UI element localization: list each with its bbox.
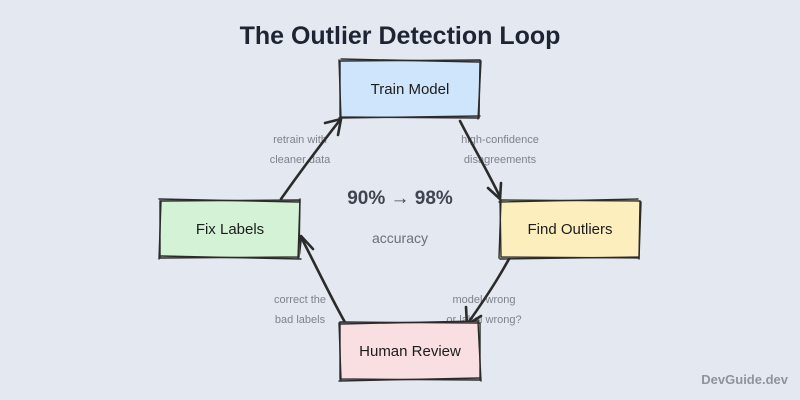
node-find-outliers: Find Outliers [498,198,642,260]
edge-label-line: cleaner data [269,154,331,166]
diagram-title: The Outlier Detection Loop [239,22,561,50]
sketch-border [158,198,302,260]
edge-label-line: retrain with [273,134,327,146]
node-label: Human Review [359,342,461,360]
arrow-fix-to-train [279,117,343,201]
edge-label-review-to-fix: correct the bad labels [240,290,360,330]
arrow-train-to-find [458,119,503,201]
edge-label-line: correct the [274,294,326,306]
sketch-border [498,198,642,260]
sketch-border [338,58,482,120]
edge-label-line: bad labels [274,314,326,326]
metric-label: accuracy [371,230,429,246]
node-fix-labels: Fix Labels [158,198,302,260]
node-label: Find Outliers [527,220,613,238]
node-label: Fix Labels [195,220,265,238]
edge-label-fix-to-train: retrain with cleaner data [240,130,360,170]
sketch-border [338,320,482,382]
node-label: Train Model [370,80,450,98]
node-human-review: Human Review [338,320,482,382]
metric-value: 90% → 98% [347,188,453,209]
node-train-model: Train Model [338,58,482,120]
brand-watermark: DevGuide.dev [701,372,788,387]
edge-label-line: high-confidence [461,134,539,146]
